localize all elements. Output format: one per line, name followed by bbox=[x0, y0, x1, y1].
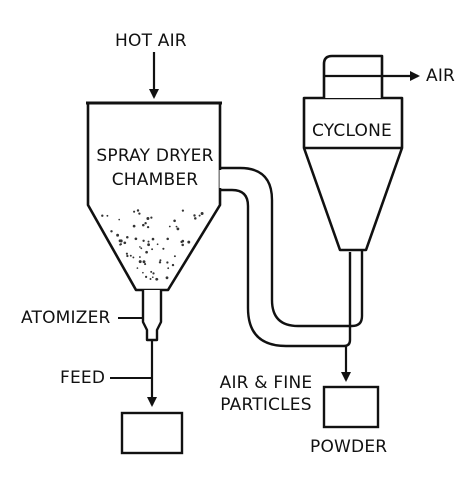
spray-particle bbox=[171, 263, 175, 267]
spray-particle bbox=[147, 243, 150, 247]
spray-particle bbox=[159, 259, 162, 262]
spray-particle bbox=[101, 214, 104, 217]
spray-particle bbox=[142, 271, 144, 274]
air-exhaust-label: AIR bbox=[426, 66, 456, 86]
spray-particle bbox=[200, 212, 204, 215]
spray-particle bbox=[193, 214, 196, 217]
spray-particle bbox=[150, 270, 153, 273]
spray-particle bbox=[142, 223, 145, 227]
atomizer-label: ATOMIZER bbox=[21, 308, 111, 328]
spray-particle bbox=[173, 255, 176, 258]
spray-particle bbox=[145, 250, 148, 254]
spray-particle bbox=[106, 214, 109, 217]
spray-particle bbox=[181, 239, 185, 243]
spray-particles bbox=[101, 209, 204, 281]
spray-particle bbox=[142, 260, 146, 264]
spray-particle bbox=[116, 233, 120, 237]
atomizer-nozzle bbox=[141, 290, 163, 342]
feed-label: FEED bbox=[60, 368, 106, 388]
spray-particle bbox=[156, 278, 159, 281]
spray-particle bbox=[166, 237, 169, 241]
spray-particle bbox=[140, 247, 143, 250]
transfer-duct-inner bbox=[220, 188, 352, 348]
spray-particle bbox=[138, 260, 142, 264]
feed-collection-box bbox=[120, 411, 184, 455]
spray-particle bbox=[150, 216, 153, 219]
spray-particle bbox=[147, 240, 150, 243]
spray-particle bbox=[136, 209, 140, 212]
spray-particle bbox=[173, 219, 176, 223]
spray-particle bbox=[138, 212, 141, 215]
spray-particle bbox=[152, 272, 155, 275]
spray-particle bbox=[133, 210, 136, 213]
spray-particle bbox=[166, 261, 169, 264]
powder-collection-box bbox=[322, 385, 380, 429]
spray-particle bbox=[132, 224, 136, 228]
spray-particle bbox=[126, 254, 129, 258]
spray-particle bbox=[176, 227, 180, 231]
fine-particles-label-line2: PARTICLES bbox=[220, 395, 312, 415]
spray-particle bbox=[146, 217, 150, 220]
spray-particle bbox=[144, 263, 147, 266]
spray-particle bbox=[167, 267, 170, 270]
spray-particle bbox=[194, 217, 197, 220]
spray-particle bbox=[132, 256, 135, 259]
fine-particles-label-line1: AIR & FINE bbox=[219, 373, 313, 393]
spray-particle bbox=[151, 237, 155, 241]
spray-particle bbox=[146, 225, 150, 229]
spray-particle bbox=[119, 243, 122, 246]
spray-particle bbox=[187, 240, 191, 244]
spray-dryer-chamber bbox=[86, 101, 222, 292]
spray-particle bbox=[151, 248, 154, 251]
spray-particle bbox=[142, 239, 145, 242]
spray-particle bbox=[110, 230, 113, 233]
spray-particle bbox=[151, 276, 154, 279]
spray-particle bbox=[144, 222, 147, 225]
spray-particle bbox=[139, 246, 141, 248]
spray-particle bbox=[149, 278, 152, 280]
spray-particle bbox=[168, 225, 171, 228]
spray-particle bbox=[118, 239, 122, 243]
spray-particle bbox=[129, 254, 132, 257]
spray-particle bbox=[118, 218, 120, 221]
spray-particle bbox=[158, 261, 162, 264]
chamber-label-line1: SPRAY DRYER bbox=[96, 146, 214, 166]
spray-particle bbox=[144, 275, 148, 279]
spray-particle bbox=[126, 235, 129, 239]
spray-particle bbox=[134, 237, 138, 241]
spray-particle bbox=[181, 209, 185, 212]
transfer-duct-outer bbox=[220, 166, 364, 328]
spray-particle bbox=[123, 241, 127, 245]
chamber-label-line2: CHAMBER bbox=[111, 170, 199, 190]
spray-particle bbox=[165, 276, 169, 280]
spray-particle bbox=[175, 225, 178, 228]
spray-particle bbox=[138, 256, 141, 258]
hot-air-label: HOT AIR bbox=[115, 31, 187, 51]
spray-particle bbox=[156, 243, 159, 246]
spray-particle bbox=[125, 252, 128, 255]
spray-particle bbox=[198, 214, 201, 217]
powder-label: POWDER bbox=[310, 437, 388, 457]
cyclone-label: CYCLONE bbox=[312, 121, 393, 141]
spray-particle bbox=[136, 267, 139, 269]
spray-particle bbox=[181, 243, 184, 247]
spray-particle bbox=[162, 247, 165, 250]
